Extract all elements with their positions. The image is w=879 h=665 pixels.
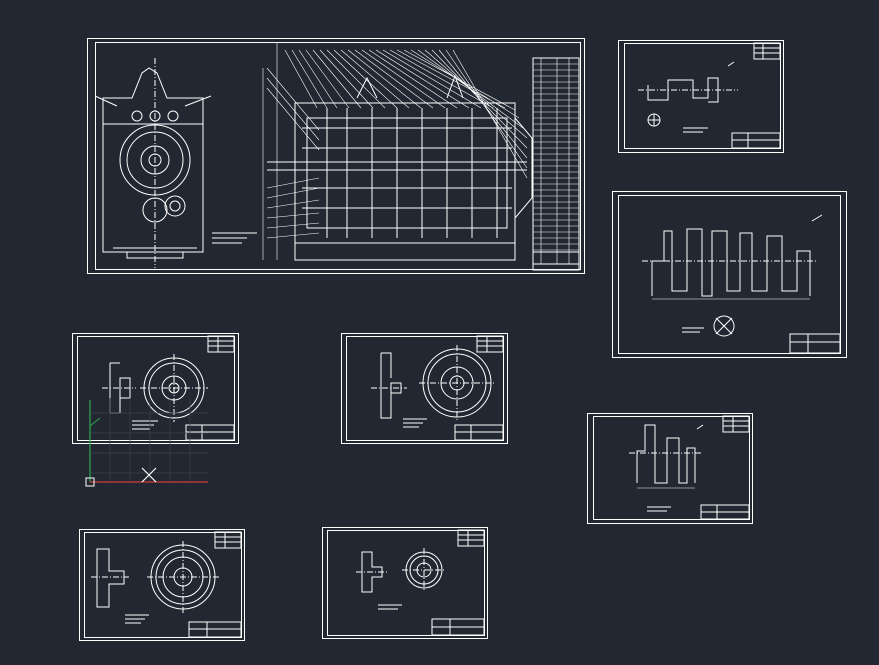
sheet-gear-drawing-3[interactable] (79, 529, 245, 641)
sheet-assembly-drawing[interactable] (87, 38, 585, 274)
assembly-drawing-graphic (87, 38, 585, 274)
shaft-part-small-graphic (618, 40, 784, 153)
ucs-icon (85, 398, 208, 487)
gear-drawing-2-graphic (341, 333, 508, 444)
gear-drawing-4-graphic (322, 527, 488, 639)
sheet-shaft-part-small[interactable] (618, 40, 784, 153)
stepped-shaft-drawing-graphic (612, 191, 847, 358)
gear-drawing-3-graphic (79, 529, 245, 641)
sheet-shaft-drawing-2[interactable] (587, 413, 753, 524)
sheet-gear-drawing-4[interactable] (322, 527, 488, 639)
crosshair-cursor-icon (141, 467, 157, 483)
shaft-drawing-2-graphic (587, 413, 753, 524)
sheet-gear-drawing-2[interactable] (341, 333, 508, 444)
sheet-stepped-shaft-drawing[interactable] (612, 191, 847, 358)
